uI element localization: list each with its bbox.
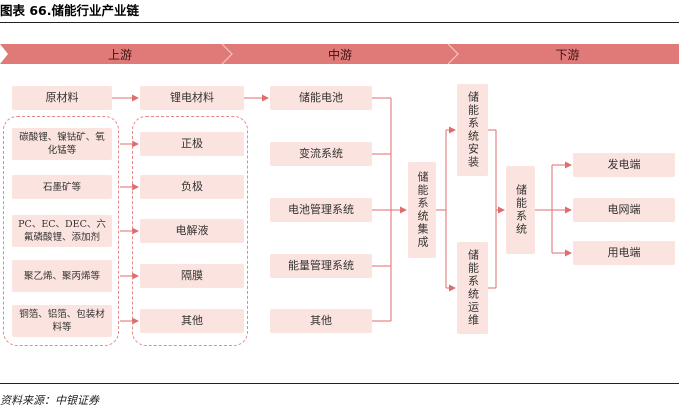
stage-midstream-label: 中游 (327, 47, 352, 62)
battery-material-item: 隔膜 (140, 264, 244, 288)
top-rule (0, 22, 679, 23)
operation-box: 储能系统运维 (457, 242, 488, 334)
stage-midstream: 中游 (235, 44, 445, 64)
stage-bar (0, 43, 679, 65)
battery-material-item: 其他 (140, 309, 244, 333)
endpoint-item: 电网端 (573, 198, 675, 222)
operation-label: 储能系统运维 (466, 249, 480, 327)
component-item: 储能电池 (270, 86, 372, 110)
bottom-rule (0, 383, 679, 384)
stage-upstream-label: 上游 (107, 47, 132, 62)
application-label: 储能系统 (514, 184, 528, 236)
raw-material-item: 铜箔、铝箔、包装材料等 (12, 305, 112, 337)
stage-downstream: 下游 (460, 44, 675, 64)
application-box: 储能系统 (506, 166, 535, 254)
stage-downstream-shape (448, 44, 679, 64)
stage-downstream-label: 下游 (555, 47, 580, 62)
stage-upstream-shape (0, 44, 232, 64)
raw-materials-group (3, 116, 119, 346)
figure-source: 资料来源：中银证券 (0, 394, 99, 407)
raw-materials-header: 原材料 (12, 86, 112, 110)
battery-material-item: 负极 (140, 175, 244, 199)
component-item: 能量管理系统 (270, 254, 372, 278)
figure-caption: 图表 66.储能行业产业链 (0, 3, 139, 18)
component-item: 电池管理系统 (270, 198, 372, 222)
stage-upstream: 上游 (20, 44, 220, 64)
battery-materials-header: 锂电材料 (140, 86, 244, 110)
installation-box: 储能系统安装 (457, 84, 488, 176)
stage-midstream-shape (222, 44, 458, 64)
raw-material-item: 石墨矿等 (12, 175, 112, 199)
battery-material-item: 正极 (140, 132, 244, 156)
integration-label: 储能系统集成 (416, 171, 429, 249)
component-item: 其他 (270, 309, 372, 333)
component-item: 变流系统 (270, 142, 372, 166)
endpoint-item: 发电端 (573, 153, 675, 177)
installation-label: 储能系统安装 (466, 91, 480, 169)
integration-box: 储能系统集成 (408, 162, 436, 258)
battery-materials-group (132, 116, 248, 346)
raw-material-item: 碳酸锂、镍钴矿、氧化锰等 (12, 128, 112, 160)
raw-material-item: 聚乙烯、聚丙烯等 (12, 260, 112, 292)
raw-material-item: PC、EC、DEC、六氟磷酸锂、添加剂 (12, 215, 112, 247)
battery-material-item: 电解液 (140, 219, 244, 243)
endpoint-item: 用电端 (573, 241, 675, 265)
